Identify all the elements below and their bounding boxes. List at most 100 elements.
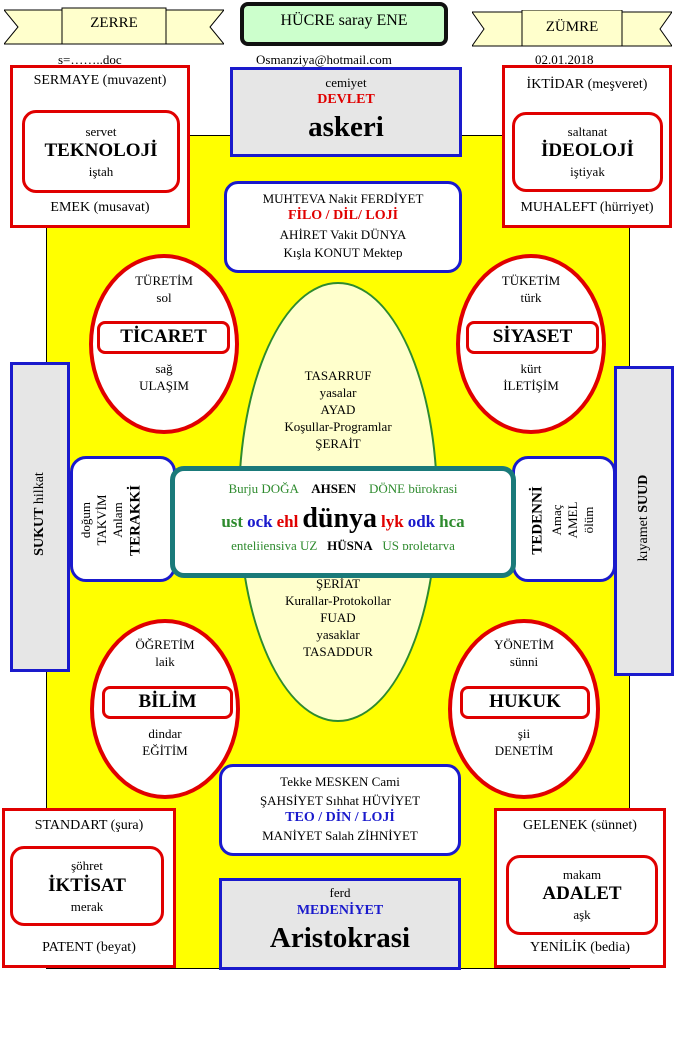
standart-label: STANDART (şura)	[34, 818, 144, 833]
anlam-label: Anlam	[110, 502, 125, 538]
iletisim-label: İLETİŞİM	[503, 378, 559, 393]
ust-label: ust	[221, 512, 244, 531]
suud-label: SUUD	[636, 474, 651, 513]
muhteva-line2: FİLO / DİL/ LOJİ	[287, 208, 399, 223]
turk-label: türk	[520, 290, 542, 305]
kosullar-label: Koşullar-Programlar	[284, 419, 392, 434]
sukut-label: SUKUT	[32, 507, 47, 556]
ock-label: ock	[247, 512, 273, 531]
right-ribbon-label: ZÜMRE	[545, 19, 599, 35]
takvim-label: TAKVİM	[94, 494, 109, 546]
ticaret-pill	[97, 321, 230, 354]
date: 02.01.2018	[535, 52, 594, 67]
dunya-box	[170, 466, 516, 578]
sol-label: sol	[156, 290, 172, 305]
sukut-vertical: SUKUT hilkat	[32, 444, 48, 584]
seriat-label: ŞERİAT	[315, 576, 361, 591]
egitim-label: EĞİTİM	[142, 743, 188, 758]
muhalefet-label: MUHALEFT (hürriyet)	[520, 200, 654, 215]
dunya-row1: Burju DOĞA AHSEN DÖNE bürokrasi	[175, 481, 511, 497]
turetim-label: TÜRETİM	[135, 273, 193, 288]
iktidar-label: İKTİDAR (meşveret)	[526, 77, 648, 92]
kurt-label: kürt	[520, 361, 542, 376]
emek-label: EMEK (musavat)	[50, 200, 150, 215]
left-ribbon-label: ZERRE	[90, 15, 138, 31]
tekke-line3: TEO / DİN / LOJİ	[285, 810, 395, 825]
teknoloji-label: TEKNOLOJİ	[44, 140, 158, 161]
askeri-label: askeri	[308, 111, 384, 143]
ahsen-label: AHSEN	[311, 481, 357, 496]
istiyak-label: iştiyak	[570, 164, 605, 179]
ogretim-label: ÖĞRETİM	[135, 637, 195, 652]
sag-label: sağ	[155, 361, 173, 376]
ideoloji-label: İDEOLOJİ	[541, 140, 634, 161]
terakki-label: TERAKKİ	[127, 485, 144, 556]
medeniyet-label: MEDENİYET	[296, 903, 384, 918]
fuad-label: FUAD	[320, 610, 356, 625]
yonetim-label: YÖNETİM	[494, 637, 554, 652]
merak-label: merak	[70, 899, 104, 914]
hca-label: hca	[439, 512, 465, 531]
ticaret-label: TİCARET	[120, 326, 207, 347]
makam-label: makam	[562, 867, 602, 882]
ehl-label: ehl	[276, 512, 299, 531]
bilim-label: BİLİM	[138, 691, 197, 712]
patent-label: PATENT (beyat)	[42, 940, 136, 955]
yasaklar-label: yasaklar	[316, 627, 360, 642]
tekke-line2: ŞAHSİYET Sıhhat HÜVİYET	[259, 793, 421, 808]
iktisat-box	[10, 846, 164, 926]
sukut-strip	[10, 362, 70, 672]
aristokrasi-label: Aristokrasi	[269, 922, 411, 954]
dindar-label: dindar	[148, 726, 182, 741]
sunni-label: sünni	[509, 654, 539, 669]
yasalar-label: yasalar	[319, 385, 357, 400]
olum-label: ölüm	[581, 506, 596, 534]
siyaset-label: SİYASET	[492, 326, 573, 347]
tekke-box	[219, 764, 461, 856]
tasarruf-label: TASARRUF	[304, 368, 372, 383]
siyaset-pill	[466, 321, 599, 354]
serait-label: ŞERAİT	[315, 436, 361, 451]
dogum-label: doğum	[78, 501, 93, 539]
laik-label: laik	[155, 654, 175, 669]
tekke-line1: Tekke MESKEN Cami	[280, 774, 400, 789]
gelenek-label: GELENEK (sünnet)	[523, 818, 637, 833]
kiyamet-label: kıyamet	[636, 516, 651, 562]
dunya-label: dünya	[302, 503, 378, 534]
muhteva-line3: AHİRET Vakit DÜNYA	[279, 227, 407, 242]
medeniyet-box	[219, 878, 461, 970]
suud-strip	[614, 366, 674, 676]
sohret-label: şöhret	[71, 858, 103, 873]
ayad-label: AYAD	[320, 402, 356, 417]
amac-label: Amaç	[549, 504, 564, 536]
right-ribbon-shape	[472, 10, 672, 47]
ideoloji-box	[512, 112, 663, 192]
devlet-label: DEVLET	[317, 92, 375, 107]
title-box	[240, 2, 448, 46]
husna-label: HÜSNA	[327, 538, 373, 550]
muhteva-line1: MUHTEVA Nakit FERDİYET	[262, 191, 424, 206]
dunya-row3: entelijensiya UZ HÜSNA US proletarya	[175, 538, 511, 550]
adalet-box	[506, 855, 658, 935]
ferd-label: ferd	[329, 885, 351, 900]
cemiyet-label: cemiyet	[325, 75, 367, 90]
servet-label: servet	[85, 124, 117, 139]
file-name: s=……..doc	[58, 52, 122, 67]
dunya-row2: ust ock ehl dünya lyk odk hca	[175, 503, 511, 535]
bilim-pill	[102, 686, 233, 719]
burju-label: Burju DOĞA	[228, 481, 299, 496]
denetim-label: DENETİM	[494, 743, 554, 758]
done-label: DÖNE bürokrasi	[369, 481, 458, 496]
muhteva-box	[224, 181, 462, 273]
amel-label: AMEL	[565, 501, 580, 539]
muhteva-line4: Kışla KONUT Mektep	[283, 245, 403, 260]
suud-vertical: kıyamet SUUD	[636, 448, 652, 588]
tekke-line4: MANİYET Salah ZİHNİYET	[262, 828, 418, 843]
lyk-label: lyk	[381, 512, 404, 531]
istah-label: iştah	[88, 164, 114, 179]
sermaye-label: SERMAYE (muvazent)	[33, 73, 167, 88]
teknoloji-box	[22, 110, 180, 193]
saltanat-label: saltanat	[567, 124, 608, 139]
email: Osmanziya@hotmail.com	[256, 52, 392, 67]
entelijensiya-label: entelijensiya UZ	[231, 538, 318, 550]
